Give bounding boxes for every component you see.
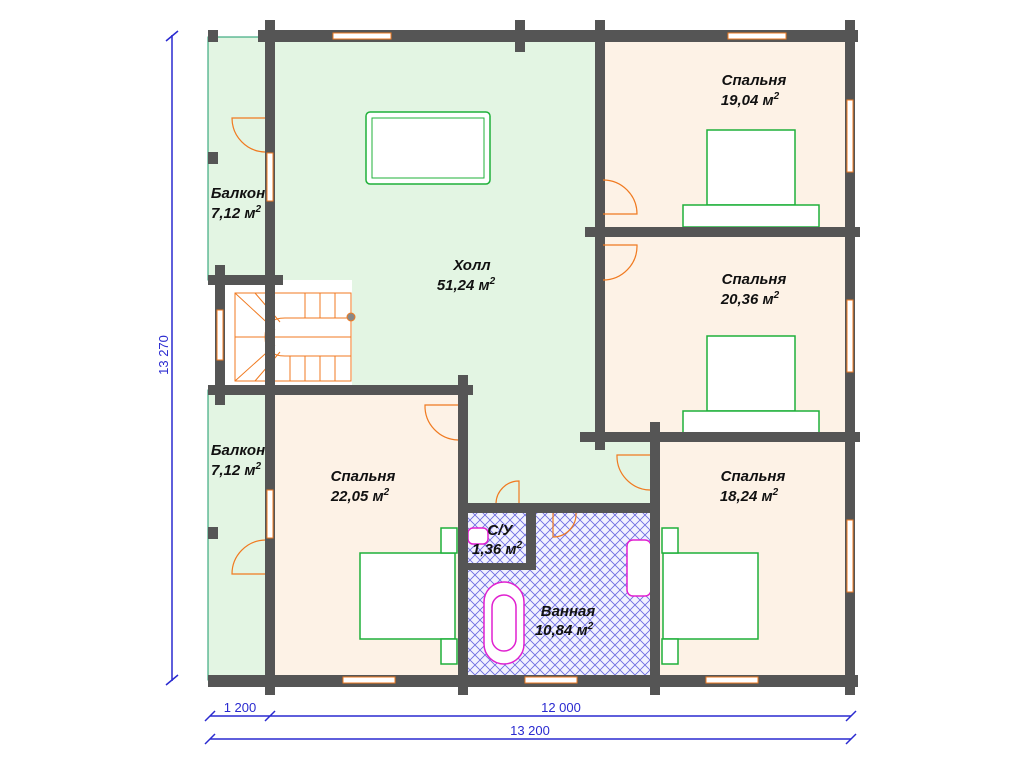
bed-2 xyxy=(706,335,796,412)
bedroom-2-area-label: 20,36 м2 xyxy=(720,290,780,308)
wc-name: С/У xyxy=(487,522,514,539)
bed-3-nightstand-top xyxy=(440,527,458,554)
balcony-top-area-label: 7,12 м2 xyxy=(211,204,261,222)
house-width-dimension: 12 000 xyxy=(541,700,581,715)
bedroom-4-name: Спальня xyxy=(721,468,786,485)
bathtub-inner xyxy=(491,594,517,652)
bed-3-nightstand-bottom xyxy=(440,638,458,665)
bed-1 xyxy=(706,129,796,206)
double-sink xyxy=(626,539,652,597)
balcony-bottom-area xyxy=(207,389,271,681)
bathroom-name: Ванная xyxy=(541,603,596,620)
billiard-table-surface xyxy=(371,117,485,179)
furniture xyxy=(234,111,820,665)
bedroom-1-area-label: 19,04 м2 xyxy=(721,91,780,109)
windows xyxy=(216,32,854,684)
balcony-width-dimension: 1 200 xyxy=(224,700,257,715)
bed-4-nightstand-bottom xyxy=(661,638,679,665)
bedroom-3-name: Спальня xyxy=(331,468,396,485)
height-dimension: 13 270 xyxy=(156,335,171,375)
dimensions: 13 270 1 200 12 000 13 200 xyxy=(156,30,857,745)
walls xyxy=(208,20,860,695)
bedroom-2-name: Спальня xyxy=(722,271,787,288)
bedroom-3-area-label: 22,05 м2 xyxy=(330,487,390,505)
doors xyxy=(231,117,651,575)
bedroom-4-area-label: 18,24 м2 xyxy=(720,487,779,505)
balcony-bottom-name: Балкон xyxy=(211,442,265,459)
bed-4-nightstand-top xyxy=(661,527,679,554)
wc-area-label: 1,36 м2 xyxy=(472,540,522,558)
bed-4 xyxy=(662,552,759,640)
bedroom-1-name: Спальня xyxy=(722,72,787,89)
hall-name: Холл xyxy=(452,257,491,274)
stair-post xyxy=(346,312,356,322)
bed-3 xyxy=(359,552,456,640)
bathroom-area-label: 10,84 м2 xyxy=(535,621,594,639)
hall-area-label: 51,24 м2 xyxy=(437,276,496,294)
balcony-top-area xyxy=(207,36,271,281)
room-labels: Холл 51,24 м2 Балкон 7,12 м2 Балкон 7,12… xyxy=(211,72,787,639)
balcony-bottom-area-label: 7,12 м2 xyxy=(211,461,261,479)
balcony-top-name: Балкон xyxy=(211,185,265,202)
bed-2-pillows xyxy=(682,410,820,434)
bed-1-pillows xyxy=(682,204,820,228)
total-width-dimension: 13 200 xyxy=(510,723,550,738)
